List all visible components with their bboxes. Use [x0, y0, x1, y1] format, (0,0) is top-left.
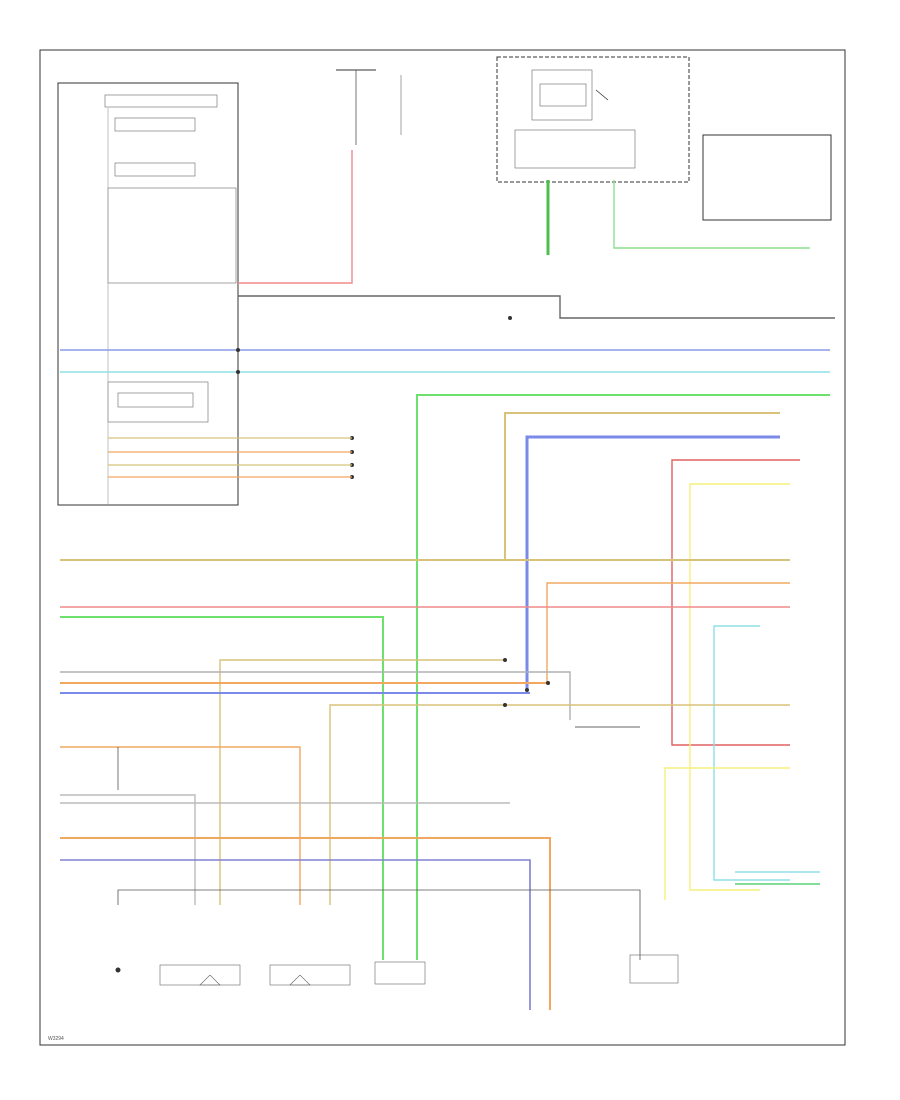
aux-heater-control-module — [57, 82, 239, 506]
diagram-code: W3294 — [48, 1036, 64, 1042]
bottom-components — [115, 954, 679, 986]
wires — [60, 150, 835, 1010]
splice-nodes — [236, 316, 550, 707]
top-fuse — [336, 69, 402, 145]
diagram-border — [39, 49, 846, 1046]
module-output-wires — [108, 437, 352, 478]
instrument-panel-fuse-block — [496, 56, 832, 221]
